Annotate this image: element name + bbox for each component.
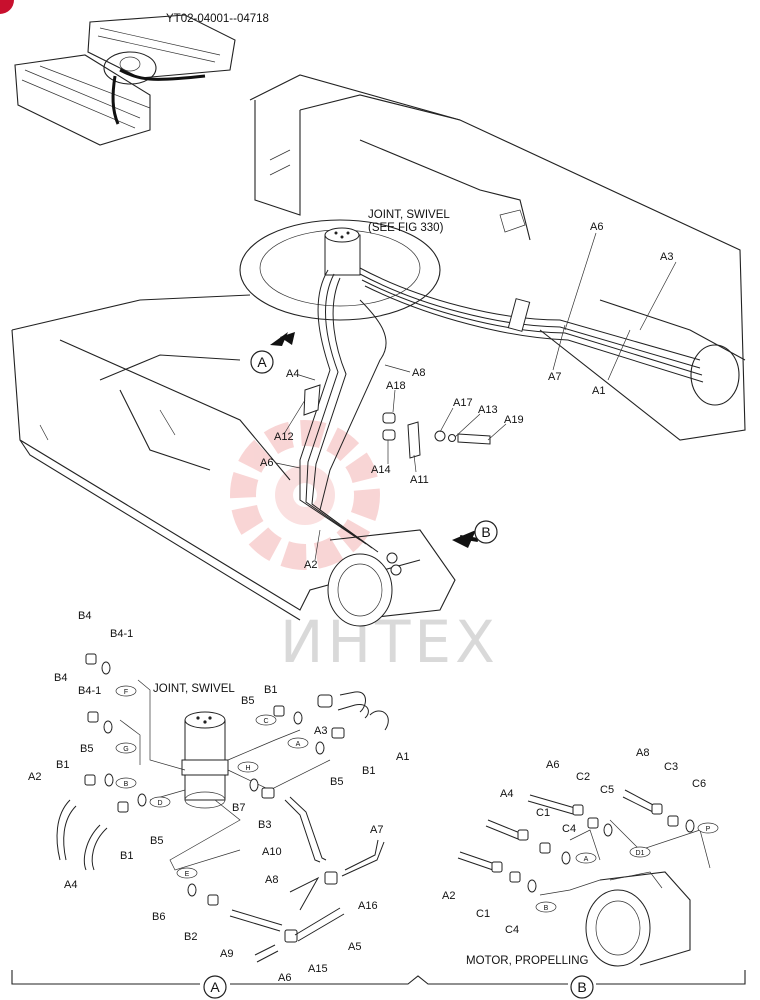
svg-text:D: D [157, 800, 162, 807]
svg-text:A19: A19 [504, 414, 524, 426]
svg-text:A: A [257, 354, 267, 370]
svg-text:A3: A3 [660, 251, 673, 263]
watermark-text: ИНТЕХ [280, 608, 499, 676]
svg-text:B4-1: B4-1 [110, 628, 133, 640]
svg-text:C2: C2 [576, 771, 590, 783]
svg-text:A8: A8 [636, 747, 649, 759]
svg-text:A1: A1 [396, 751, 409, 763]
svg-text:A4: A4 [500, 788, 513, 800]
svg-text:A7: A7 [370, 824, 383, 836]
svg-text:B: B [481, 524, 490, 540]
svg-text:A14: A14 [371, 464, 391, 476]
svg-text:C: C [263, 718, 268, 725]
detail-b-port-tags: A D1 P B [544, 826, 711, 912]
svg-text:B6: B6 [152, 911, 165, 923]
detail-b-motor [457, 789, 719, 967]
svg-text:H: H [245, 765, 250, 772]
svg-text:A10: A10 [262, 846, 282, 858]
swivel-detail-caption: JOINT, SWIVEL [153, 683, 235, 695]
svg-text:B5: B5 [80, 743, 93, 755]
main-view-labels: A6 A3 A7 A1 A4 A8 A18 A17 A13 A19 A12 A1… [260, 221, 673, 571]
svg-text:B5: B5 [241, 695, 254, 707]
svg-text:A4: A4 [64, 879, 77, 891]
svg-text:A17: A17 [453, 397, 473, 409]
svg-text:A4: A4 [286, 368, 299, 380]
svg-text:B4: B4 [54, 672, 67, 684]
svg-text:B1: B1 [362, 765, 375, 777]
svg-text:G: G [123, 746, 128, 753]
svg-text:A8: A8 [412, 367, 425, 379]
undercarriage-thumbnail [14, 14, 236, 146]
svg-text:E: E [185, 871, 190, 878]
svg-text:B: B [124, 781, 129, 788]
svg-text:A5: A5 [348, 941, 361, 953]
svg-text:C4: C4 [562, 823, 576, 835]
svg-text:C1: C1 [476, 908, 490, 920]
corner-marker [0, 0, 14, 14]
svg-text:B7: B7 [232, 802, 245, 814]
svg-text:A8: A8 [265, 874, 278, 886]
svg-text:A12: A12 [274, 431, 294, 443]
svg-text:P: P [706, 826, 711, 833]
motor-detail-caption: MOTOR, PROPELLING [466, 955, 589, 967]
svg-text:A2: A2 [304, 559, 317, 571]
svg-text:A: A [584, 856, 589, 863]
main-frame-view: A B [11, 74, 746, 627]
svg-text:A18: A18 [386, 380, 406, 392]
svg-text:A1: A1 [592, 385, 605, 397]
svg-text:A6: A6 [546, 759, 559, 771]
svg-text:B4-1: B4-1 [78, 685, 101, 697]
svg-text:A7: A7 [548, 371, 561, 383]
svg-text:A16: A16 [358, 900, 378, 912]
svg-text:B1: B1 [56, 759, 69, 771]
detail-b-labels: A6 A8 C2 C3 C6 A4 C5 C1 C4 A2 C1 C4 [442, 747, 706, 936]
svg-text:C5: C5 [600, 784, 614, 796]
svg-text:B5: B5 [330, 776, 343, 788]
svg-text:A15: A15 [308, 963, 328, 975]
svg-text:B5: B5 [150, 835, 163, 847]
serial-range: YT02-04001--04718 [166, 13, 269, 25]
svg-text:A2: A2 [442, 890, 455, 902]
swivel-ref: (SEE FIG 330) [368, 222, 444, 234]
bottom-brackets [11, 970, 746, 999]
svg-text:A3: A3 [314, 725, 327, 737]
svg-text:A6: A6 [260, 457, 273, 469]
svg-text:A11: A11 [410, 474, 429, 486]
svg-text:A13: A13 [478, 404, 498, 416]
svg-text:B4: B4 [78, 610, 91, 622]
detail-a-labels: B4 B4-1 B4 B4-1 B1 B5 A3 B1 A1 B5 B1 A2 … [28, 610, 409, 984]
svg-text:B1: B1 [264, 684, 277, 696]
svg-text:C3: C3 [664, 761, 678, 773]
swivel-callout: JOINT, SWIVEL [368, 209, 450, 221]
svg-text:A9: A9 [220, 948, 233, 960]
svg-text:D1: D1 [636, 850, 645, 857]
view-b-marker: B [577, 979, 586, 995]
svg-text:B1: B1 [120, 850, 133, 862]
svg-text:C6: C6 [692, 778, 706, 790]
svg-text:A2: A2 [28, 771, 41, 783]
svg-text:A: A [296, 741, 301, 748]
detail-a-port-tags: F C A G B D H E [123, 689, 300, 878]
detail-a-swivel [56, 653, 389, 963]
svg-text:F: F [124, 689, 128, 696]
svg-text:B: B [544, 905, 549, 912]
svg-text:B2: B2 [184, 931, 197, 943]
svg-text:A6: A6 [278, 972, 291, 984]
svg-text:C4: C4 [505, 924, 519, 936]
svg-text:C1: C1 [536, 807, 550, 819]
svg-text:A6: A6 [590, 221, 603, 233]
svg-text:B3: B3 [258, 819, 271, 831]
view-a-marker: A [210, 979, 220, 995]
